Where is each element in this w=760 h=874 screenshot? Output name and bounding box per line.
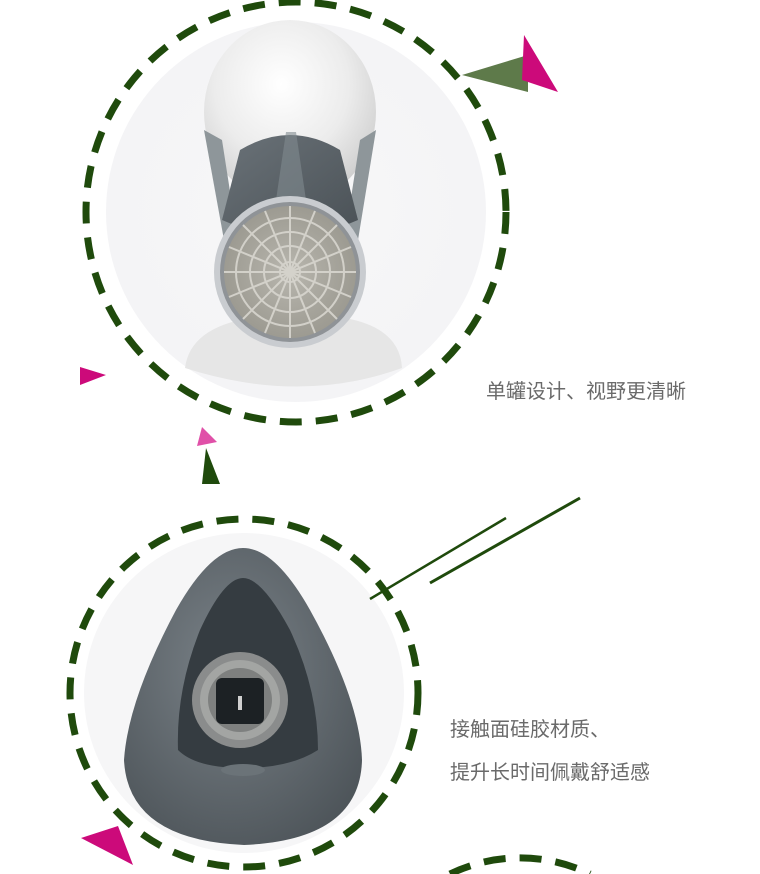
- feature-caption-silicone-line1: 接触面硅胶材质、: [450, 717, 610, 741]
- feature-caption-silicone-line2: 提升长时间佩戴舒适感: [450, 760, 650, 784]
- product-image-facepiece: [84, 533, 404, 853]
- dashed-ring-1: [82, 0, 510, 426]
- magenta-triangle-top: [522, 35, 558, 92]
- leader-lines: [369, 496, 581, 601]
- dashed-ring-3-partial: [448, 854, 592, 874]
- product-image-respirator-head: [106, 20, 486, 402]
- magenta-triangle-bottom: [81, 826, 133, 865]
- magenta-triangle-small: [80, 367, 106, 385]
- dashed-ring-2: [66, 515, 422, 871]
- feature-caption-single-canister: 单罐设计、视野更清晰: [486, 379, 686, 403]
- pink-triangle: [197, 427, 217, 446]
- green-triangle: [202, 448, 220, 484]
- olive-triangle: [462, 55, 528, 92]
